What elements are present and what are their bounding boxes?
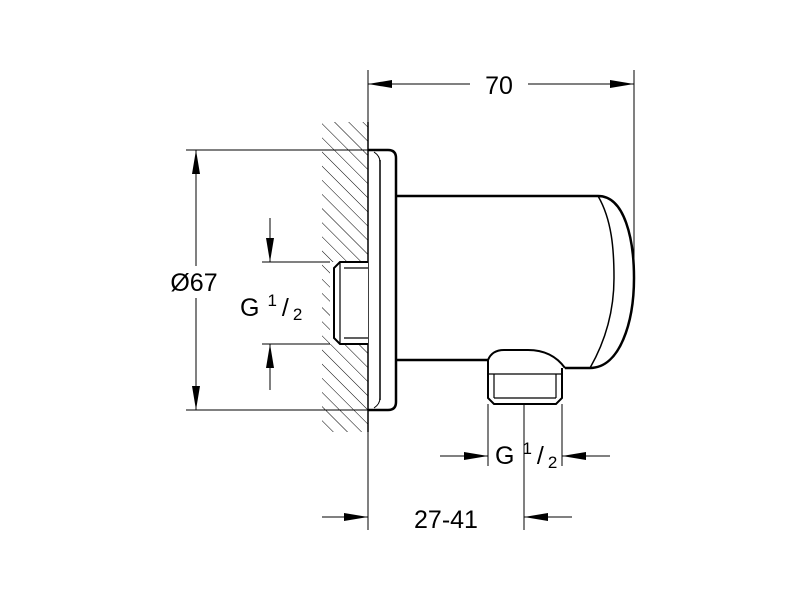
- outlet-connector: [487, 360, 563, 405]
- dimension-label-70: 70: [485, 72, 513, 100]
- arrowhead-left: [524, 513, 548, 521]
- flange: [368, 148, 398, 412]
- arrowhead-bottom: [192, 386, 200, 410]
- dimension-label-adjustment: 27-41: [414, 506, 478, 534]
- dimension-flange-diameter: Ø67: [170, 149, 368, 411]
- wall-thread-label: G 1 / 2: [240, 291, 302, 324]
- arrowhead-right: [610, 80, 634, 88]
- dimension-total-length: 70: [367, 70, 635, 276]
- dimension-outlet-thread: G 1 / 2: [440, 404, 610, 472]
- arrowhead-left: [368, 80, 392, 88]
- outlet-thread-label: G 1 / 2: [495, 439, 557, 472]
- dimension-wall-thread: G 1 / 2: [240, 218, 330, 390]
- elbow-body: [396, 194, 636, 370]
- dimension-wall-adjustment: 27-41: [322, 404, 572, 534]
- arrowhead-right: [344, 513, 368, 521]
- wall-connector: [330, 261, 368, 345]
- arrowhead-right: [464, 452, 488, 460]
- arrowhead-top: [192, 150, 200, 174]
- arrowhead-up: [266, 344, 274, 368]
- dimension-label-diameter: Ø67: [170, 269, 217, 297]
- arrowhead-left: [562, 452, 586, 460]
- arrowhead-down: [266, 238, 274, 262]
